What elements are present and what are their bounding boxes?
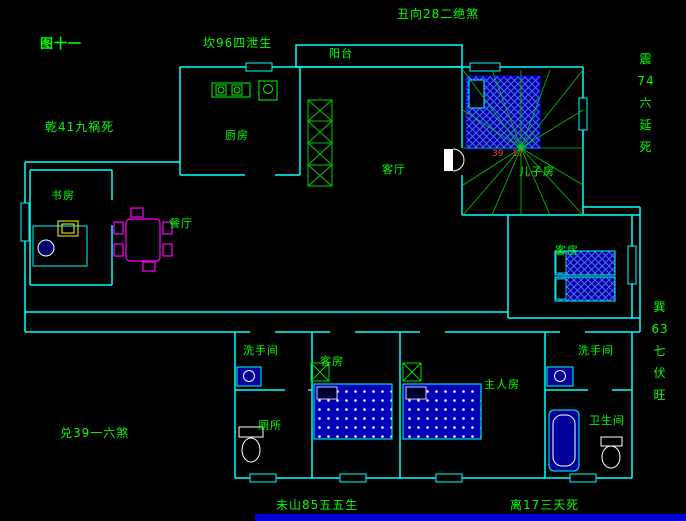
toilet-left-icon: [238, 426, 264, 463]
room-label-balcony: 阳台: [329, 47, 353, 60]
washroom-right-sink-icon: [546, 366, 574, 387]
room-label-guest-lower: 客房: [320, 355, 344, 368]
hatched-cabinet: [307, 99, 333, 187]
room-label-washroom-right: 洗手间: [578, 344, 614, 357]
room-label-washroom-left: 洗手间: [243, 344, 279, 357]
walls: [24, 44, 641, 479]
kitchen-stove-icon: [211, 82, 251, 98]
bathtub-icon: [548, 409, 580, 472]
label-dui: 兑39一六煞: [60, 426, 130, 440]
label-li: 离17三天死: [510, 498, 580, 512]
feng-shui-compass: [462, 69, 584, 216]
room-label-bathroom: 卫生间: [589, 414, 625, 427]
label-zhen: 震 74 六 延 死: [637, 52, 655, 154]
toilet-right-icon: [600, 436, 623, 469]
master-bed: [402, 362, 482, 440]
label-xun: 巽 63 七 伏 旺: [651, 300, 669, 402]
washroom-left-sink-icon: [236, 366, 262, 387]
compass-number-right: 17: [512, 149, 524, 159]
kitchen-sink-icon: [258, 80, 278, 101]
compass-number-left: 39: [492, 149, 504, 159]
room-label-guest-upper: 客房: [555, 244, 579, 257]
label-wei: 未山85五五生: [276, 498, 359, 512]
label-chou: 丑向28二绝煞: [397, 7, 480, 21]
label-kan: 坎96四泄生: [203, 36, 273, 50]
room-label-son-room: 儿子房: [519, 165, 555, 178]
study-desk: [32, 220, 88, 267]
room-label-study: 书房: [51, 189, 75, 202]
room-label-toilet: 厕所: [258, 419, 282, 432]
room-label-kitchen: 厨房: [225, 129, 249, 142]
figure-title: 图十一: [40, 37, 83, 52]
dining-table-set: [113, 207, 173, 272]
son-room-bed: [465, 75, 541, 150]
room-label-master: 主人房: [484, 378, 520, 391]
living-room-door-icon: [444, 148, 465, 172]
room-label-dining: 餐厅: [169, 217, 193, 230]
label-qian: 乾41九祸死: [45, 120, 115, 134]
guest-room-lower-furniture: [310, 362, 393, 440]
room-label-living: 客厅: [382, 163, 406, 176]
taskbar-strip[interactable]: [255, 514, 686, 521]
windows: [20, 62, 637, 483]
guest-room-upper-beds: [554, 250, 616, 302]
